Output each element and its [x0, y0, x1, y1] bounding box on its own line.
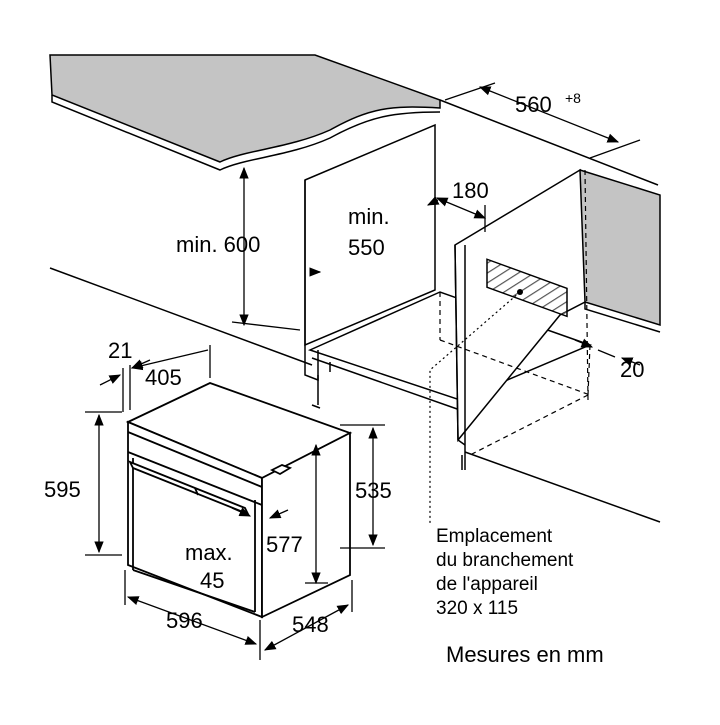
ventilation-depth-label: 180 — [452, 178, 489, 203]
niche-height-value: 550 — [348, 235, 385, 260]
dimension-lines — [85, 82, 641, 660]
panel-offset-label: 405 — [145, 365, 182, 390]
floor-line-left — [49, 267, 313, 366]
right-cabinet — [454, 168, 586, 470]
hidden-lines — [439, 169, 591, 456]
connection-note-line4: 320 x 115 — [436, 598, 518, 619]
floor-line-right — [464, 451, 661, 523]
countertop-left-edge — [51, 95, 441, 171]
countertop-right-edge — [584, 302, 661, 333]
connection-note-line3: de l'appareil — [436, 574, 538, 595]
niche-height-label-min: min. — [348, 204, 390, 229]
wall-line — [439, 99, 659, 186]
oven-unit — [125, 382, 353, 619]
rear-gap-label: 20 — [620, 357, 644, 382]
units-caption: Mesures en mm — [446, 642, 604, 667]
niche-width-label: 560 — [515, 92, 552, 117]
connection-note-line1: Emplacement — [436, 526, 553, 547]
niche-width-tolerance: +8 — [565, 90, 581, 106]
handle-clearance-value: 45 — [200, 568, 224, 593]
countertop-left — [49, 54, 441, 163]
handle-clearance-label: max. — [185, 540, 233, 565]
connection-note-line2: du branchement — [436, 550, 574, 571]
left-cabinet — [304, 123, 436, 409]
oven-width-label: 596 — [166, 608, 203, 633]
body-height-label: 535 — [355, 478, 392, 503]
oven-depth-label: 548 — [292, 612, 329, 637]
connection-area — [486, 258, 568, 318]
cabinet-height-label: min. 600 — [176, 232, 260, 257]
oven-height-label: 595 — [44, 477, 81, 502]
panel-thickness-label: 21 — [108, 338, 132, 363]
inner-height-label: 577 — [266, 532, 303, 557]
